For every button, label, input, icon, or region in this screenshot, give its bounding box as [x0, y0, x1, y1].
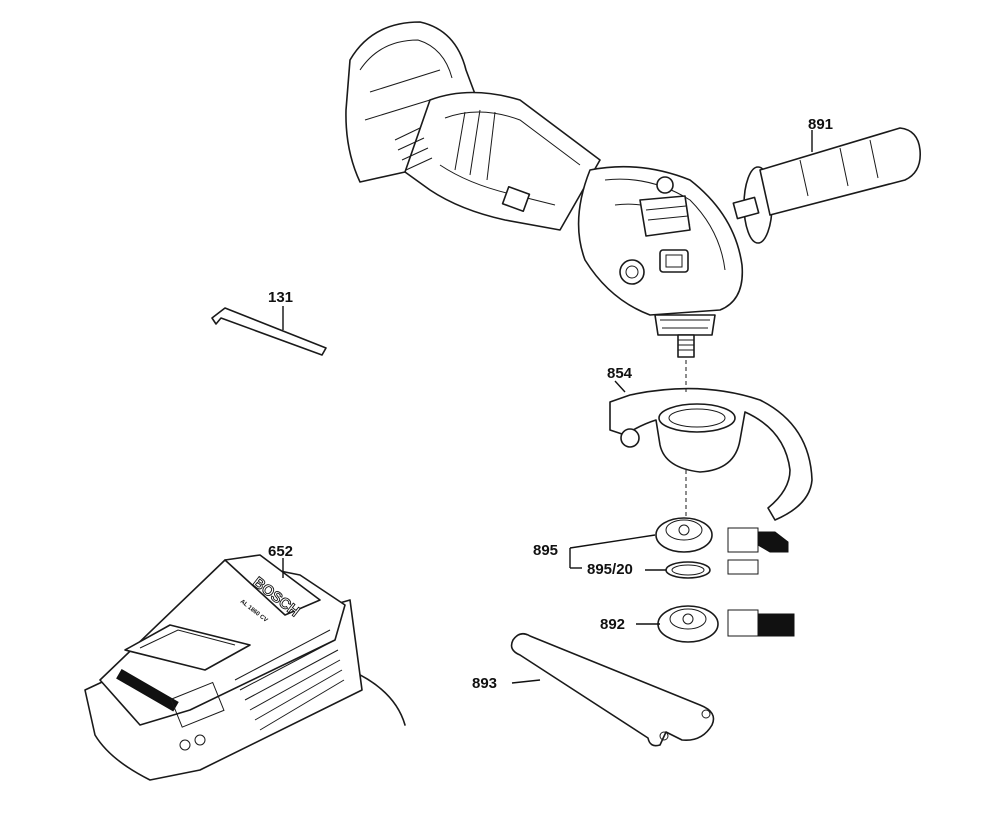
label-854: 854 [607, 365, 633, 382]
mounting-flange-895 [569, 517, 789, 568]
label-895-20: 895/20 [587, 561, 633, 578]
wheel-guard-854 [609, 360, 813, 521]
label-892: 892 [600, 616, 625, 633]
hex-key-131 [211, 306, 327, 356]
angle-grinder-body [345, 21, 744, 358]
label-895: 895 [533, 542, 558, 559]
spanner-893 [510, 632, 715, 747]
side-handle-891 [732, 127, 922, 244]
clamping-nut-892 [636, 605, 795, 643]
label-893: 893 [472, 675, 497, 692]
label-131: 131 [268, 289, 293, 306]
battery-charger-652: BOSCH AL 1860 CV [84, 554, 406, 781]
part-number-labels: 891 131 854 895 895/20 892 893 652 [268, 116, 833, 692]
label-652: 652 [268, 543, 293, 560]
label-891: 891 [808, 116, 833, 133]
o-ring-895-20 [570, 559, 759, 579]
